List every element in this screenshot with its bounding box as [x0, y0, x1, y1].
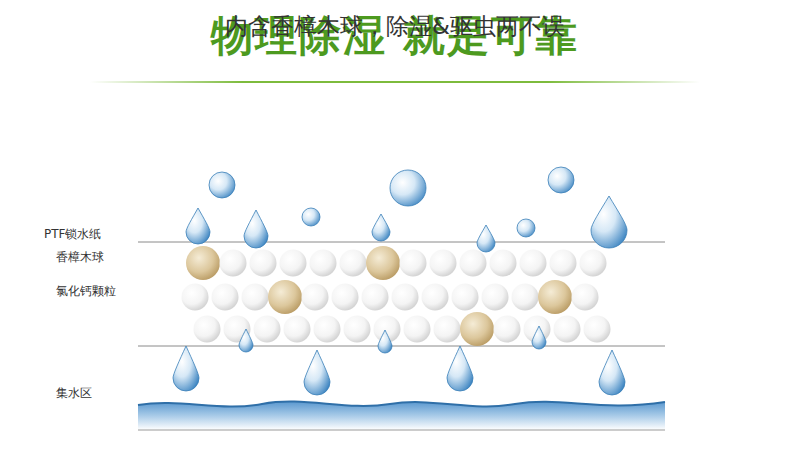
camphor-ball: [268, 280, 302, 314]
calcium-chloride-ball: [182, 284, 209, 311]
calcium-chloride-ball: [520, 250, 547, 277]
water-drop: [244, 210, 268, 248]
calcium-chloride-ball: [194, 316, 221, 343]
water-drop: [372, 214, 390, 241]
calcium-chloride-ball: [460, 250, 487, 277]
calcium-chloride-ball: [314, 316, 341, 343]
layer-line: [138, 346, 665, 347]
calcium-chloride-ball: [434, 316, 461, 343]
calcium-chloride-ball: [430, 250, 457, 277]
water-drop: [591, 196, 627, 248]
calcium-chloride-ball: [242, 284, 269, 311]
part-label: 集水区: [54, 385, 94, 401]
water-drop: [548, 167, 574, 193]
water-drop: [447, 346, 473, 391]
camphor-ball: [538, 280, 572, 314]
calcium-chloride-ball: [584, 316, 611, 343]
part-label: 香樟木球: [54, 249, 106, 265]
calcium-chloride-ball: [482, 284, 509, 311]
divider-line: [90, 81, 700, 83]
water-drop: [173, 346, 199, 391]
calcium-chloride-ball: [310, 250, 337, 277]
water-drop: [304, 350, 330, 395]
water-drop: [302, 208, 320, 226]
calcium-chloride-ball: [400, 250, 427, 277]
camphor-ball: [186, 246, 220, 280]
camphor-ball: [366, 246, 400, 280]
water-drop: [186, 208, 210, 244]
calcium-chloride-ball: [490, 250, 517, 277]
calcium-chloride-ball: [220, 250, 247, 277]
base-line: [138, 430, 665, 431]
calcium-chloride-ball: [280, 250, 307, 277]
calcium-chloride-ball: [572, 284, 599, 311]
water-surface: [138, 402, 665, 407]
calcium-chloride-ball: [554, 316, 581, 343]
calcium-chloride-ball: [362, 284, 389, 311]
calcium-chloride-ball: [344, 316, 371, 343]
water-drop: [390, 170, 426, 206]
calcium-chloride-ball: [254, 316, 281, 343]
calcium-chloride-ball: [494, 316, 521, 343]
calcium-chloride-ball: [284, 316, 311, 343]
water-drop: [209, 172, 235, 198]
calcium-chloride-ball: [512, 284, 539, 311]
camphor-ball: [460, 312, 494, 346]
calcium-chloride-ball: [212, 284, 239, 311]
calcium-chloride-ball: [422, 284, 449, 311]
water-drop: [532, 326, 546, 349]
calcium-chloride-ball: [580, 250, 607, 277]
calcium-chloride-ball: [392, 284, 419, 311]
calcium-chloride-ball: [250, 250, 277, 277]
water-drop: [378, 330, 392, 353]
part-label: 氯化钙颗粒: [54, 283, 118, 299]
water-drop: [477, 225, 495, 252]
part-label: PTF锁水纸: [42, 226, 103, 242]
calcium-chloride-ball: [404, 316, 431, 343]
layer-line: [138, 242, 665, 243]
water-drop: [239, 329, 253, 352]
subtitle: 内含香樟木球，除湿&驱虫两不误: [0, 10, 790, 42]
calcium-chloride-ball: [332, 284, 359, 311]
water-area: [138, 402, 665, 430]
water-drop: [517, 219, 535, 237]
calcium-chloride-ball: [340, 250, 367, 277]
calcium-chloride-ball: [550, 250, 577, 277]
calcium-chloride-ball: [452, 284, 479, 311]
water-drop: [599, 350, 625, 395]
calcium-chloride-ball: [302, 284, 329, 311]
